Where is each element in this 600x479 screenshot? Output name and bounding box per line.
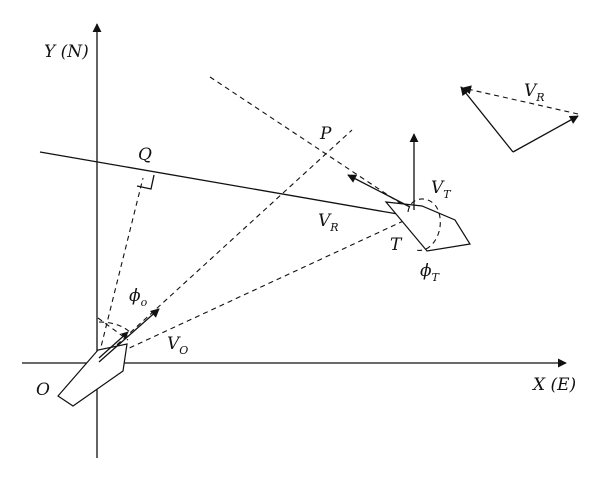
line-to-point-p	[96, 129, 353, 364]
target-track-dashed	[209, 76, 416, 214]
vr-inset-label: VR	[524, 81, 545, 104]
vr-label: VR	[318, 211, 339, 234]
point-t-label: T	[390, 235, 403, 255]
target-relative-velocity-arrow	[347, 174, 411, 208]
vt-label: VT	[431, 178, 452, 201]
relative-motion-line	[39, 151, 416, 218]
y-axis-label: Y (N)	[44, 42, 89, 62]
right-angle-mark	[136, 174, 155, 190]
inset-vector-vt	[512, 115, 579, 153]
own-ship-hull	[57, 343, 128, 407]
x-axis-label: X (E)	[531, 375, 576, 395]
vo-label: VO	[167, 334, 188, 357]
point-p-label: P	[319, 124, 332, 144]
inset-vector-vr-dashed	[462, 85, 579, 115]
perpendicular-to-q	[96, 177, 144, 364]
line-of-sight-to-target	[96, 216, 413, 364]
phi-t-label: ϕT	[420, 261, 441, 284]
inset-vector-vo	[460, 86, 514, 153]
own-ship-heading-arrow	[98, 331, 129, 359]
target-ship-hull	[384, 201, 471, 252]
phi-o-label: ϕo	[129, 286, 148, 309]
origin-label: O	[36, 380, 50, 400]
own-ship-velocity-arrow	[98, 308, 160, 363]
point-q-label: Q	[138, 145, 152, 165]
phi-o-angle-arc	[98, 321, 131, 333]
phi-t-angle-arc	[407, 198, 441, 251]
